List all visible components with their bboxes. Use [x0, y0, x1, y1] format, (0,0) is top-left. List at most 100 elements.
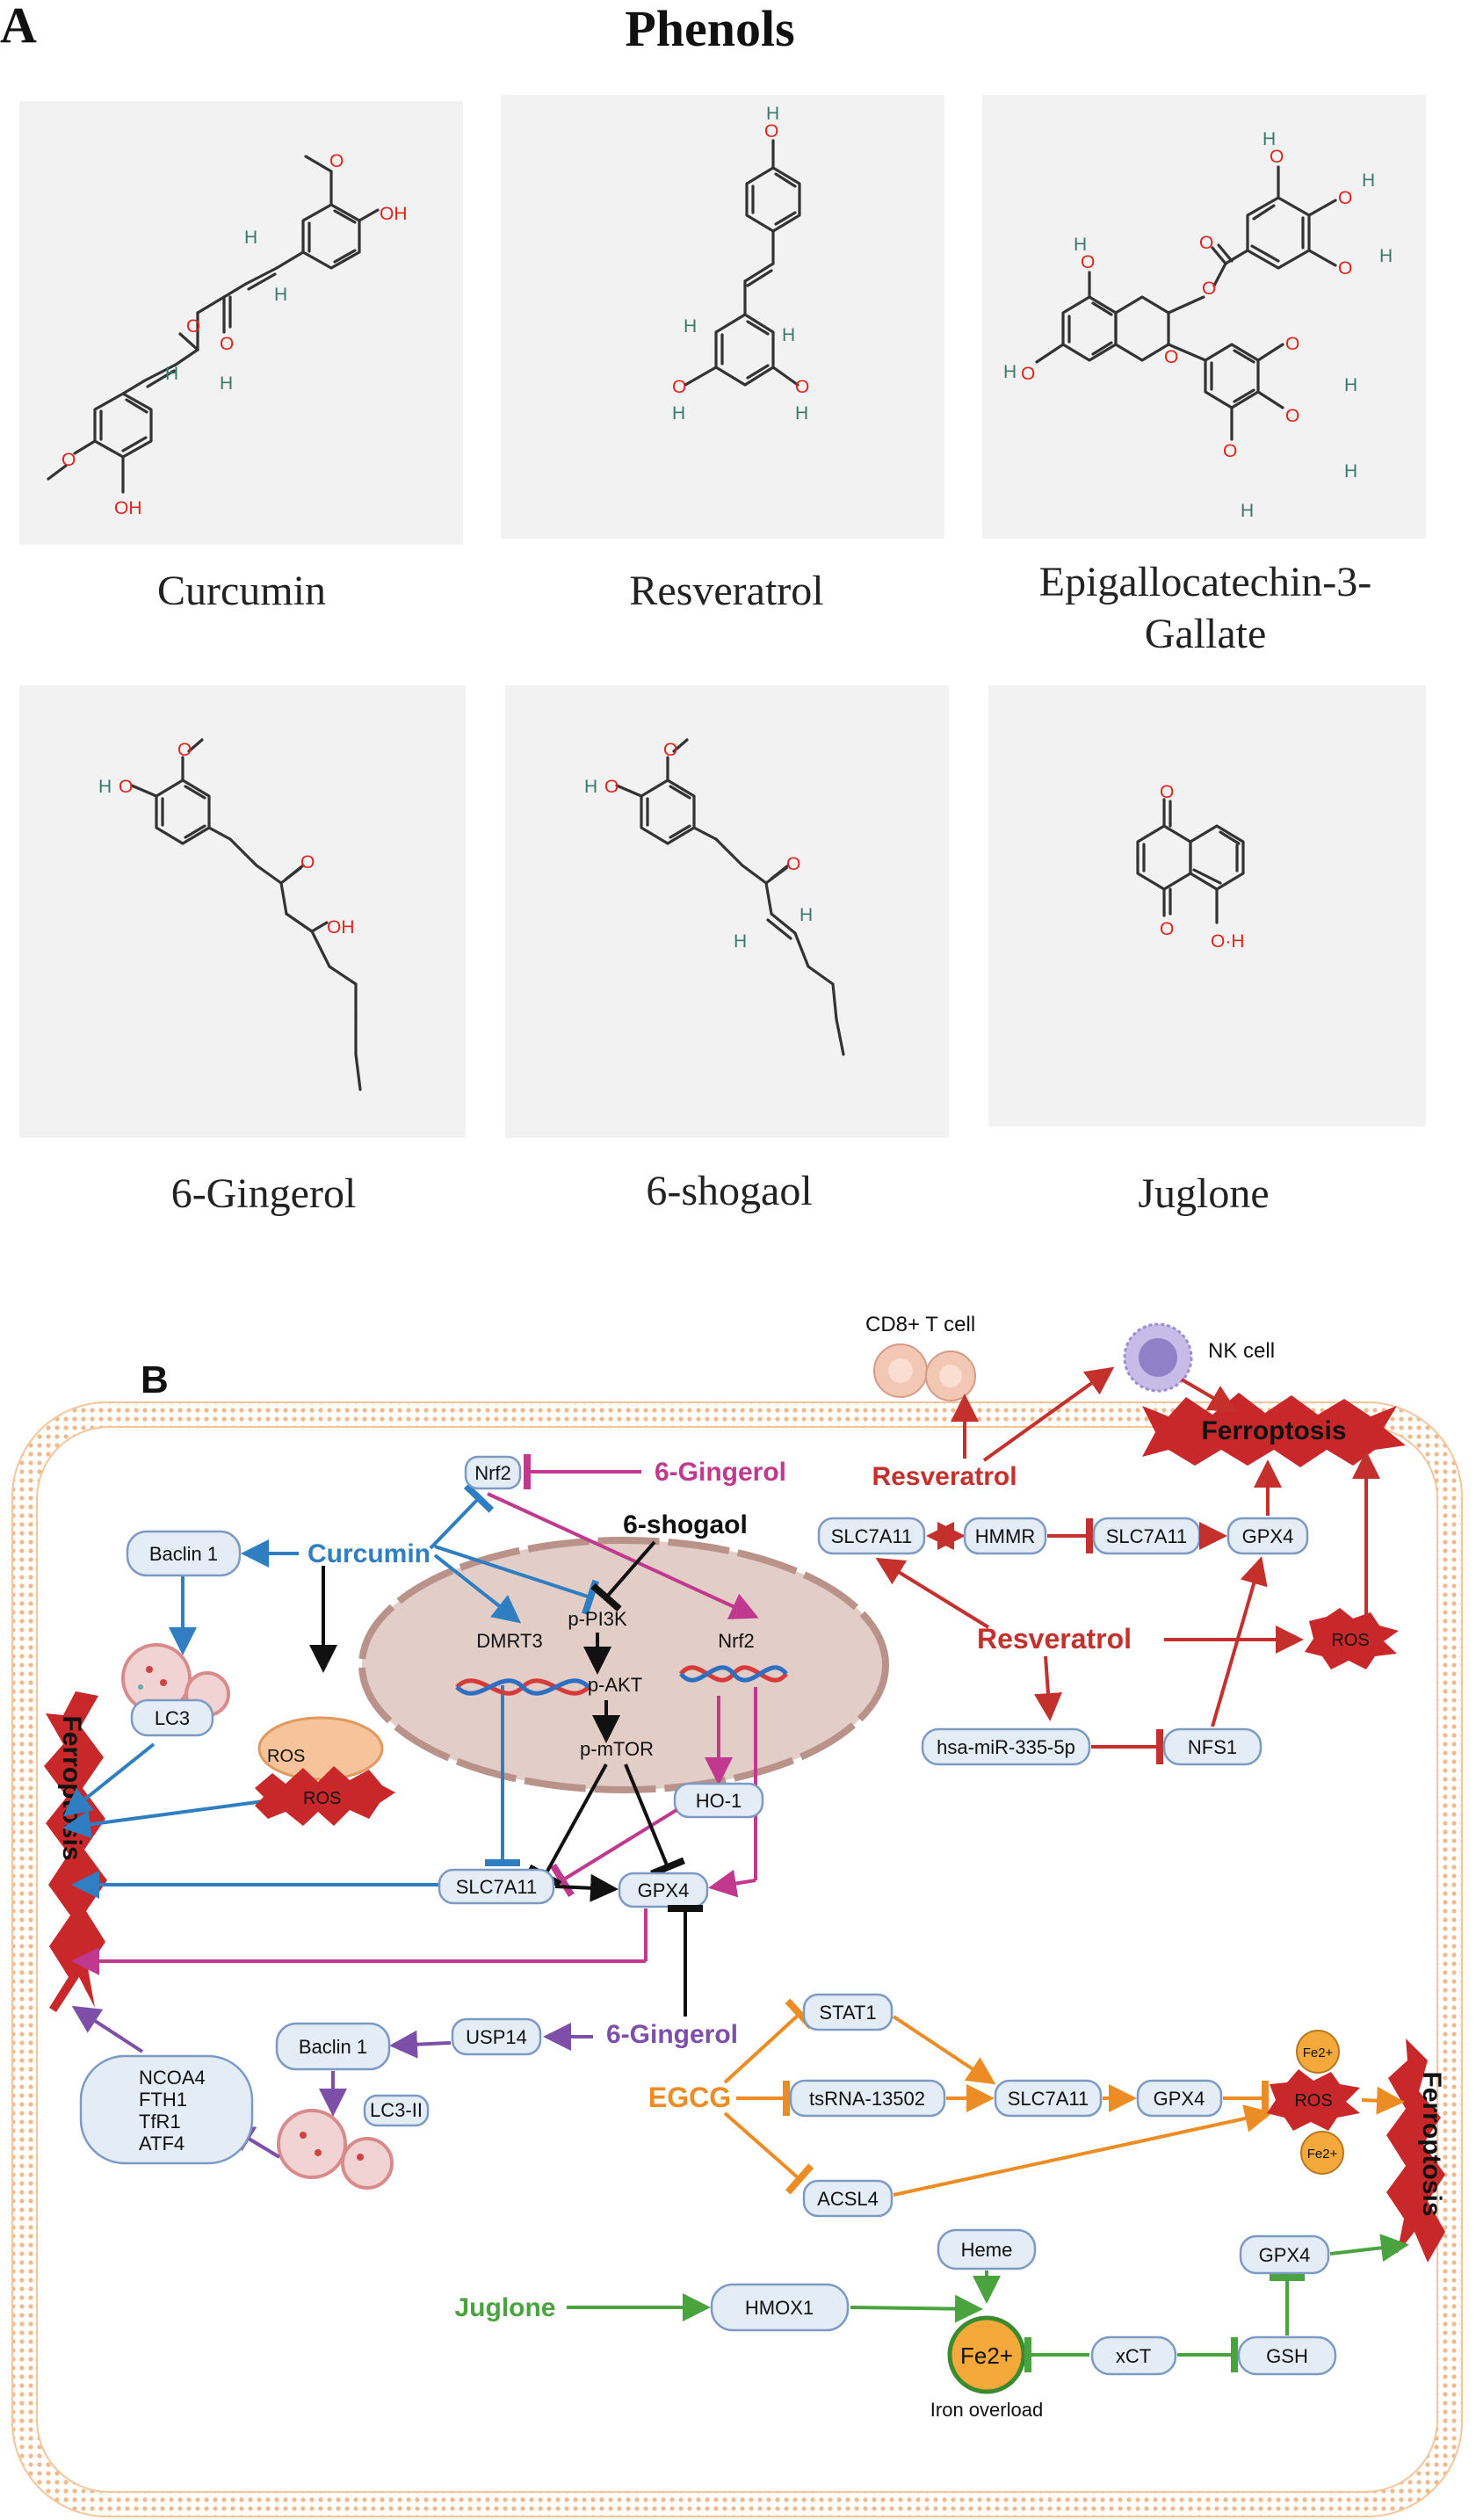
- ros-resveratrol-label: ROS: [1331, 1631, 1369, 1650]
- slc7a11-res-left-label: SLC7A11: [831, 1525, 913, 1547]
- gpx4-egcg-label: GPX4: [1154, 2088, 1205, 2110]
- nrf2-nucleus-label: Nrf2: [718, 1630, 755, 1652]
- pi3k-label: p-PI3K: [568, 1608, 627, 1630]
- ros-egcg-label: ROS: [1294, 2091, 1332, 2111]
- atom-label: H: [584, 777, 597, 797]
- panel-a-title: Phenols: [625, 0, 794, 57]
- gpx4-egcg-node: [1136, 2079, 1223, 2118]
- ho1-label: HO-1: [696, 1790, 742, 1812]
- curcumin-pathway: [62, 1483, 600, 1899]
- atom-label: O: [1285, 406, 1299, 426]
- atom-label: H: [274, 285, 287, 305]
- gingerol-top-label: 6-Gingerol: [655, 1458, 786, 1487]
- slc7a11-center-label: SLC7A11: [456, 1876, 538, 1898]
- fe2-iron-label: Fe2+: [960, 2343, 1013, 2369]
- gpx4-jug-node: [1239, 2234, 1330, 2275]
- curcumin-label: Curcumin: [308, 1539, 430, 1568]
- gpx4-center-label: GPX4: [638, 1879, 690, 1901]
- fe2-iron-icon: [947, 2315, 1026, 2394]
- cell-membrane: [11, 1401, 1463, 2517]
- atom-label: O: [1160, 782, 1174, 802]
- fth1-label: FTH1: [139, 2089, 187, 2111]
- atom-label: O: [62, 450, 76, 470]
- hmox1-node: [710, 2283, 850, 2332]
- atom-label: O: [1285, 334, 1299, 354]
- stat1-node: [802, 1993, 894, 2031]
- hmox1-label: HMOX1: [745, 2297, 814, 2319]
- atom-label: O: [1338, 258, 1352, 279]
- atom-label: H: [734, 931, 747, 952]
- cd8-t-cell-icon: [873, 1343, 976, 1401]
- label-egcg-line1: Epigallocatechin-3-: [1039, 559, 1372, 605]
- atom-label: O: [119, 777, 133, 797]
- atom-label: O: [604, 777, 619, 797]
- atom-label: O: [786, 854, 800, 874]
- juglone-label: Juglone: [454, 2293, 555, 2322]
- atom-label: H: [1241, 501, 1254, 521]
- atom-label: O: [663, 740, 677, 760]
- baclin1-bottom-label: Baclin 1: [299, 2036, 367, 2058]
- atom-label: O: [300, 852, 315, 873]
- cd8-t-cell-label: CD8+ T cell: [865, 1313, 975, 1336]
- atom-label: OH: [380, 204, 408, 224]
- atom-label: O: [177, 740, 192, 760]
- usp14-node: [451, 2017, 542, 2056]
- atom-label: O: [1164, 347, 1178, 367]
- ferroptosis-burst-top: Ferroptosis: [1142, 1393, 1406, 1467]
- stat1-label: STAT1: [819, 2002, 876, 2024]
- autophagosome-bottom-icon: [277, 2109, 394, 2190]
- gsh-label: GSH: [1266, 2345, 1308, 2367]
- ros-label-lower: ROS: [303, 1789, 341, 1808]
- lc3-label: LC3: [155, 1707, 190, 1729]
- xct-label: xCT: [1116, 2345, 1151, 2367]
- slc7a11-egcg-label: SLC7A11: [1008, 2088, 1089, 2110]
- mtor-label: p-mTOR: [580, 1738, 654, 1760]
- lc3ii-node: [363, 2094, 430, 2127]
- ros-burst-resveratrol: ROS: [1305, 1608, 1399, 1669]
- mir-label: hsa-miR-335-5p: [937, 1736, 1075, 1758]
- atom-label: H: [220, 373, 233, 394]
- gingerol-bottom-label: 6-Gingerol: [606, 2020, 738, 2049]
- slc7a11-res-left-node: [817, 1517, 926, 1555]
- atom-label: H: [782, 325, 795, 345]
- atom-label: O: [1199, 233, 1213, 253]
- gpx4-res-label: GPX4: [1242, 1525, 1294, 1547]
- fe2-small-top-label: Fe2+: [1303, 2046, 1334, 2060]
- ferroptosis-burst-left: Ferroptosis: [44, 1691, 107, 2012]
- atom-label: H: [672, 403, 685, 424]
- nfs1-node: [1162, 1727, 1263, 1766]
- structure-egcg: O H H O O O O O H O H O H O H O H O H: [982, 95, 1426, 539]
- label-juglone: Juglone: [1138, 1170, 1269, 1217]
- atom-label: H: [1379, 246, 1393, 266]
- label-resveratrol: Resveratrol: [629, 568, 823, 614]
- atom-label: OH: [114, 498, 142, 518]
- panel-a-letter: A: [0, 0, 37, 54]
- iron-overload-label: Iron overload: [930, 2399, 1043, 2421]
- fe2-small-top-icon: [1296, 2030, 1340, 2074]
- acsl4-label: ACSL4: [817, 2188, 879, 2210]
- fe2-small-bottom-icon: [1300, 2131, 1344, 2175]
- atom-label: H: [1362, 170, 1375, 191]
- atom-label: H: [244, 228, 257, 248]
- atom-label: O: [186, 316, 200, 337]
- nrf2-top-node: [464, 1455, 522, 1490]
- label-curcumin: Curcumin: [157, 568, 326, 614]
- ferroptosis-label-top: Ferroptosis: [1201, 1416, 1346, 1445]
- resveratrol-mid-label: Resveratrol: [977, 1623, 1132, 1655]
- structure-curcumin: O OH O O O OH H H H H: [19, 101, 463, 545]
- panel-b-letter: B: [141, 1358, 169, 1401]
- atom-label: OH: [327, 917, 355, 938]
- nrf2-top-label: Nrf2: [474, 1462, 511, 1484]
- resveratrol-top-label: Resveratrol: [872, 1462, 1017, 1491]
- atom-label: H: [684, 316, 697, 337]
- baclin1-bottom-node: [275, 2022, 391, 2071]
- dna-right-icon: [679, 1665, 788, 1683]
- nfs1-label: NFS1: [1188, 1736, 1237, 1758]
- atom-label: H: [1344, 461, 1357, 482]
- nk-cell-icon: [1123, 1322, 1193, 1393]
- atom-label: H: [1003, 362, 1017, 382]
- dna-left-icon: [455, 1678, 590, 1696]
- ferritin-node: [79, 2054, 254, 2165]
- mir-node: [921, 1727, 1091, 1766]
- panel-b: B Ferroptosis Ferroptosis Ferroptosis CD…: [11, 1313, 1463, 2517]
